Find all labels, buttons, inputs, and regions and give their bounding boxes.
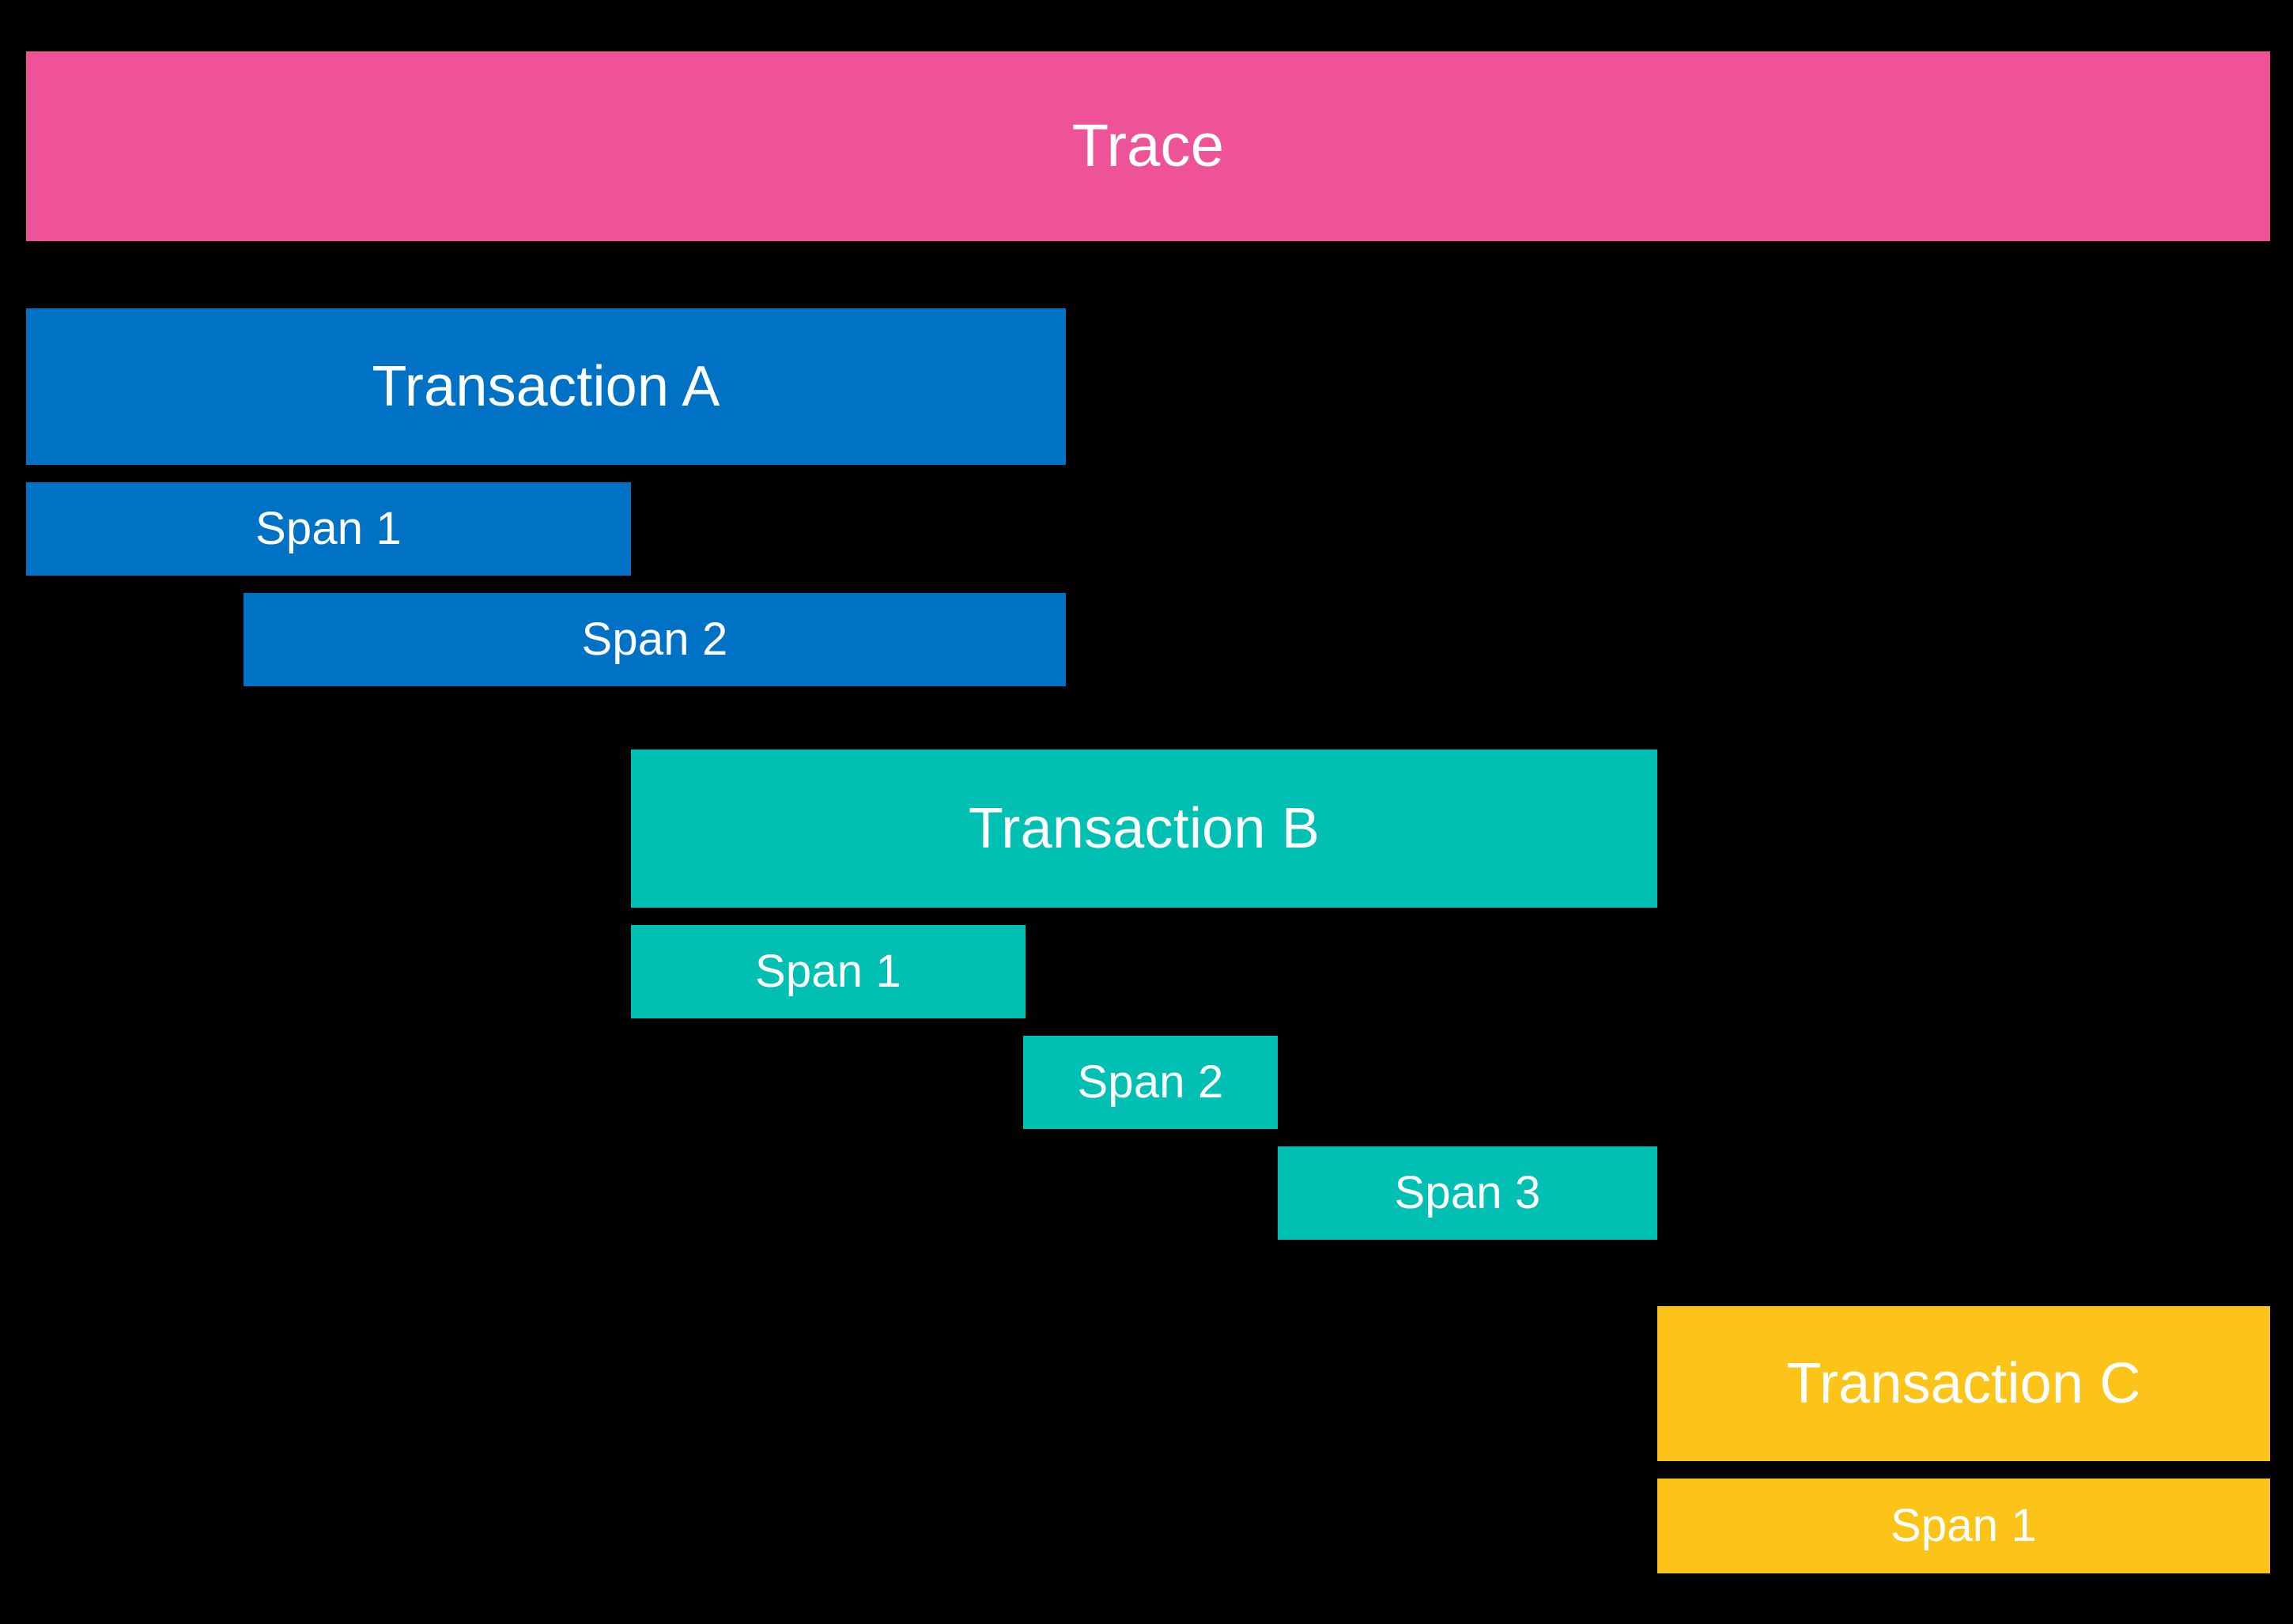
bar-label: Transaction C [1786,1352,2141,1415]
bar-span-span-1: Span 1 [26,482,631,576]
bar-span-span-2: Span 2 [1023,1036,1278,1129]
bar-span-span-1: Span 1 [631,925,1026,1018]
bar-label: Span 1 [255,503,402,554]
bar-trace-trace: Trace [26,51,2270,241]
bar-label: Trace [1071,112,1225,179]
bar-label: Span 3 [1394,1167,1541,1218]
bar-label: Transaction B [968,797,1320,860]
bar-label: Span 1 [754,946,902,997]
bar-label: Span 2 [581,614,728,665]
bar-transaction-transaction-a: Transaction A [26,308,1066,465]
bar-label: Transaction A [372,355,720,418]
bar-span-span-2: Span 2 [244,593,1066,686]
bar-span-span-3: Span 3 [1278,1146,1657,1240]
bar-span-span-1: Span 1 [1657,1479,2270,1573]
bar-transaction-transaction-b: Transaction B [631,750,1657,908]
bar-transaction-transaction-c: Transaction C [1657,1306,2270,1461]
bar-label: Span 2 [1077,1056,1224,1108]
bar-label: Span 1 [1890,1500,2038,1551]
